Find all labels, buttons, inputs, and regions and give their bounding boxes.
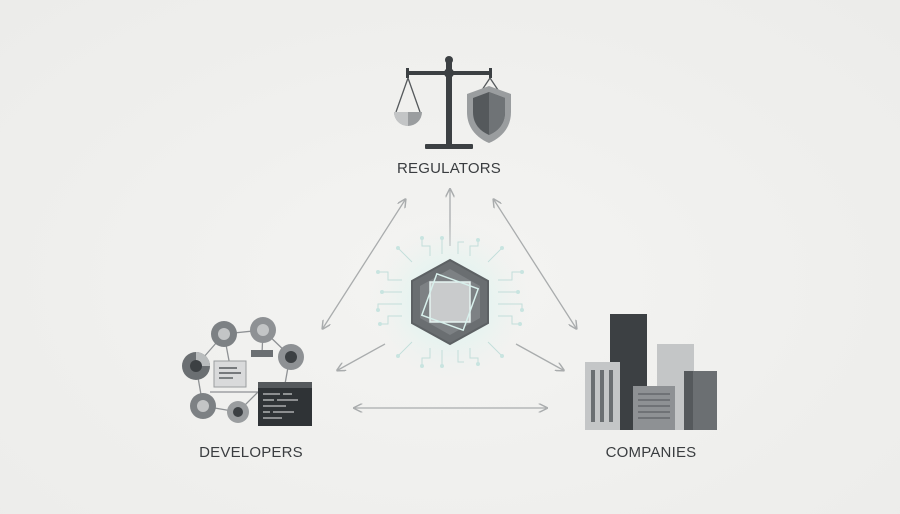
arrow-regulators-developers [323,200,405,328]
ai-chip-hexagon-icon [368,220,532,384]
buildings-icon [585,314,717,430]
arrow-center-developers [338,343,386,370]
arrow-center-companies [515,343,563,370]
developers-label: DEVELOPERS [199,444,303,461]
arrow-regulators-companies [494,200,576,328]
network-and-code-icon [182,317,312,426]
scale-and-shield-icon [394,56,511,149]
regulators-label: REGULATORS [397,160,501,177]
companies-label: COMPANIES [605,444,697,461]
